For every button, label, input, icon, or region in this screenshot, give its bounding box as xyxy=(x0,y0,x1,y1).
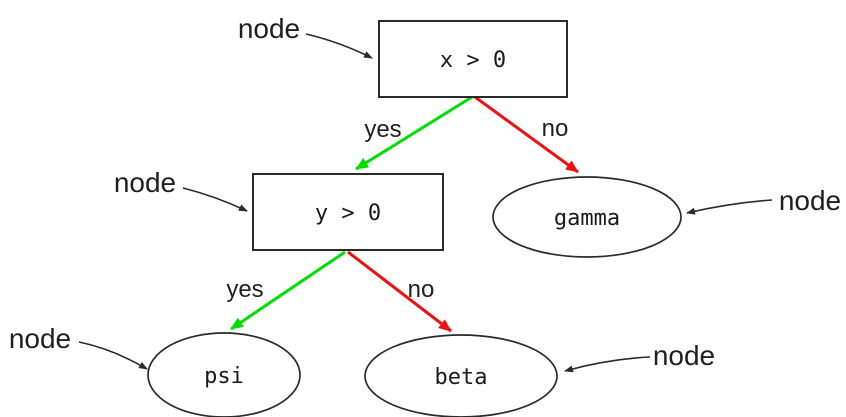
node-label-beta: beta xyxy=(435,365,488,390)
node-ellipse-beta xyxy=(364,334,558,417)
node-label-x-test: x > 0 xyxy=(440,48,506,73)
edge-label-yes-1: yes xyxy=(364,116,401,143)
edge-label-no-1: no xyxy=(542,115,569,142)
node-label-psi: psi xyxy=(204,364,244,389)
annotation-arrow-y-test xyxy=(182,187,248,212)
edge-root-yes xyxy=(355,95,473,171)
node-ellipse-psi xyxy=(147,332,301,417)
node-label-y-test: y > 0 xyxy=(315,201,381,226)
annotation-arrow-psi xyxy=(78,341,148,370)
annotation-label-beta: node xyxy=(653,340,715,371)
annotation-label-root: node xyxy=(238,13,300,44)
node-ellipse-gamma xyxy=(492,176,682,258)
annotation-arrow-gamma xyxy=(686,199,773,215)
edge-root-no xyxy=(474,95,579,174)
edge-label-no-2: no xyxy=(408,276,435,303)
node-label-gamma: gamma xyxy=(554,206,620,231)
node-rect-y-test xyxy=(252,173,444,251)
edge-ytest-no xyxy=(347,250,452,333)
annotation-label-gamma: node xyxy=(779,185,841,216)
annotation-arrow-root xyxy=(305,33,373,59)
edge-ytest-yes xyxy=(230,250,346,331)
node-rect-x-test xyxy=(378,20,568,98)
annotation-arrow-beta xyxy=(564,356,651,373)
edge-label-yes-2: yes xyxy=(226,276,263,303)
annotation-label-y-test: node xyxy=(114,167,176,198)
annotation-label-psi: node xyxy=(9,323,71,354)
